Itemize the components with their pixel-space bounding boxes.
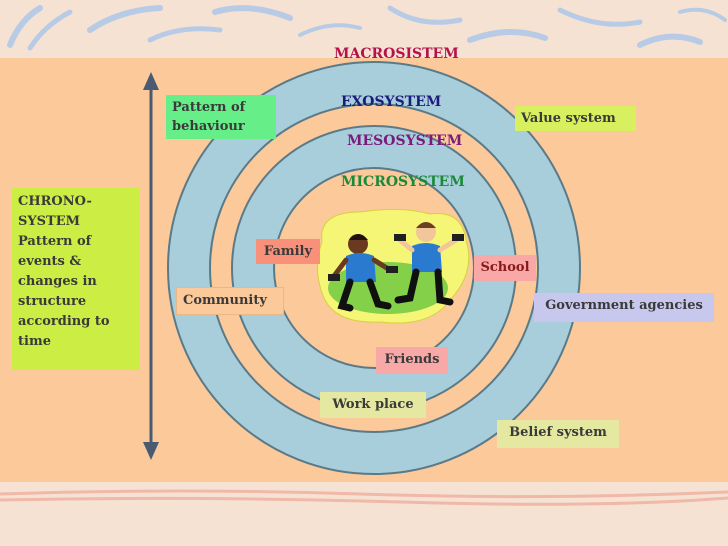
pattern-of-behaviour-box: Pattern of behaviour: [166, 95, 276, 139]
friends-box: Friends: [376, 347, 448, 374]
chronosystem-arrow: [143, 72, 159, 460]
bottom-brush-strokes: [0, 489, 728, 506]
top-brush-strokes: [7, 5, 727, 51]
exercising-people-illustration: [317, 208, 470, 324]
microsystem-label: MICROSYSTEM: [341, 174, 465, 190]
value-system-box: Value system: [515, 106, 636, 131]
work-place-box: Work place: [320, 392, 426, 418]
exosystem-label: EXOSYSTEM: [341, 94, 442, 110]
mesosystem-label: MESOSYSTEM: [347, 133, 463, 149]
family-box: Family: [256, 239, 320, 264]
community-box: Community: [176, 287, 284, 315]
school-box: School: [474, 255, 536, 281]
belief-system-box: Belief system: [497, 420, 619, 448]
top-band: [0, 0, 728, 58]
chronosystem-box: CHRONO-SYSTEM Pattern of events & change…: [12, 188, 140, 370]
government-agencies-box: Government agencies: [534, 293, 714, 322]
macrosystem-label: MACROSISTEM: [334, 46, 459, 62]
